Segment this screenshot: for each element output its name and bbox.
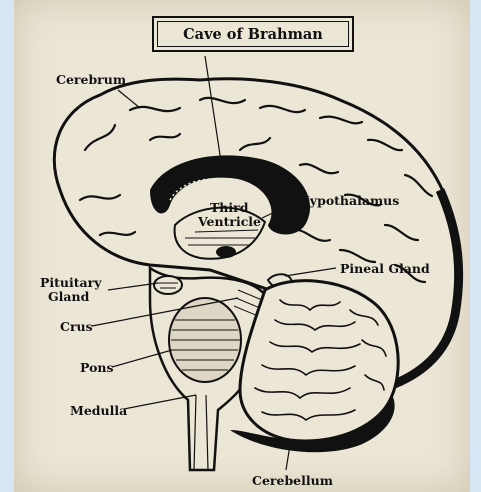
third-ventricle (216, 246, 236, 258)
label-third-ventricle-line2: Ventricle (198, 215, 261, 229)
title-box: Cave of Brahman (152, 16, 354, 52)
label-pituitary-line2: Gland (48, 290, 89, 304)
pituitary (154, 276, 182, 294)
label-cerebrum: Cerebrum (56, 73, 126, 87)
label-pons: Pons (80, 361, 114, 375)
diagram-title: Cave of Brahman (183, 26, 323, 43)
label-medulla: Medulla (70, 404, 127, 418)
label-pituitary-line1: Pituitary (40, 276, 101, 290)
label-cerebellum: Cerebellum (252, 474, 333, 488)
label-hypothalamus: Hypothalamus (298, 194, 399, 208)
label-crus: Crus (60, 320, 93, 334)
label-pineal-gland: Pineal Gland (340, 262, 430, 276)
title-inner-frame: Cave of Brahman (157, 21, 349, 47)
label-third-ventricle-line1: Third (210, 201, 248, 215)
